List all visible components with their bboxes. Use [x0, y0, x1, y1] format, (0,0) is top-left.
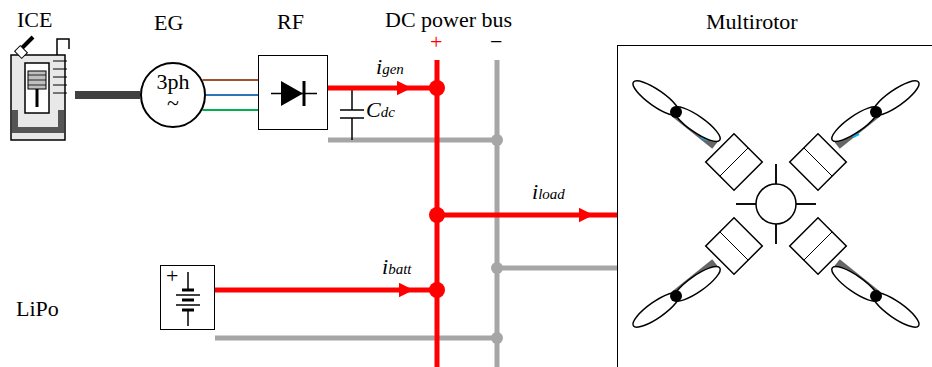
- node-heading: ICE: [17, 7, 52, 33]
- current-label: igen: [376, 55, 404, 79]
- multirotor-box: Multirotor: [617, 45, 932, 367]
- bus-heading: DC power bus: [385, 8, 512, 32]
- node-heading: RF: [277, 9, 304, 35]
- current-label: iload: [532, 180, 565, 204]
- node-heading: EG: [154, 10, 183, 36]
- negative-sign: −: [490, 30, 502, 54]
- node-heading: LiPo: [16, 296, 59, 322]
- capacitor-label: Cdc: [366, 98, 395, 122]
- three-phase-wires: [202, 80, 258, 110]
- engine-drawing: [5, 35, 75, 150]
- generator-circle: EG3ph ~: [140, 62, 206, 128]
- battery-plus: +: [166, 264, 178, 288]
- quadcopter-drawing: [618, 46, 932, 367]
- node-heading: Multirotor: [706, 9, 798, 35]
- positive-sign: +: [430, 30, 442, 54]
- rectifier-box: RF: [258, 55, 328, 130]
- engine-illustration: ICE: [5, 35, 75, 150]
- node-text: 3ph ~: [152, 72, 194, 114]
- current-label: ibatt: [382, 255, 411, 279]
- diode-symbol: [259, 56, 329, 131]
- drive-shaft: [75, 95, 140, 96]
